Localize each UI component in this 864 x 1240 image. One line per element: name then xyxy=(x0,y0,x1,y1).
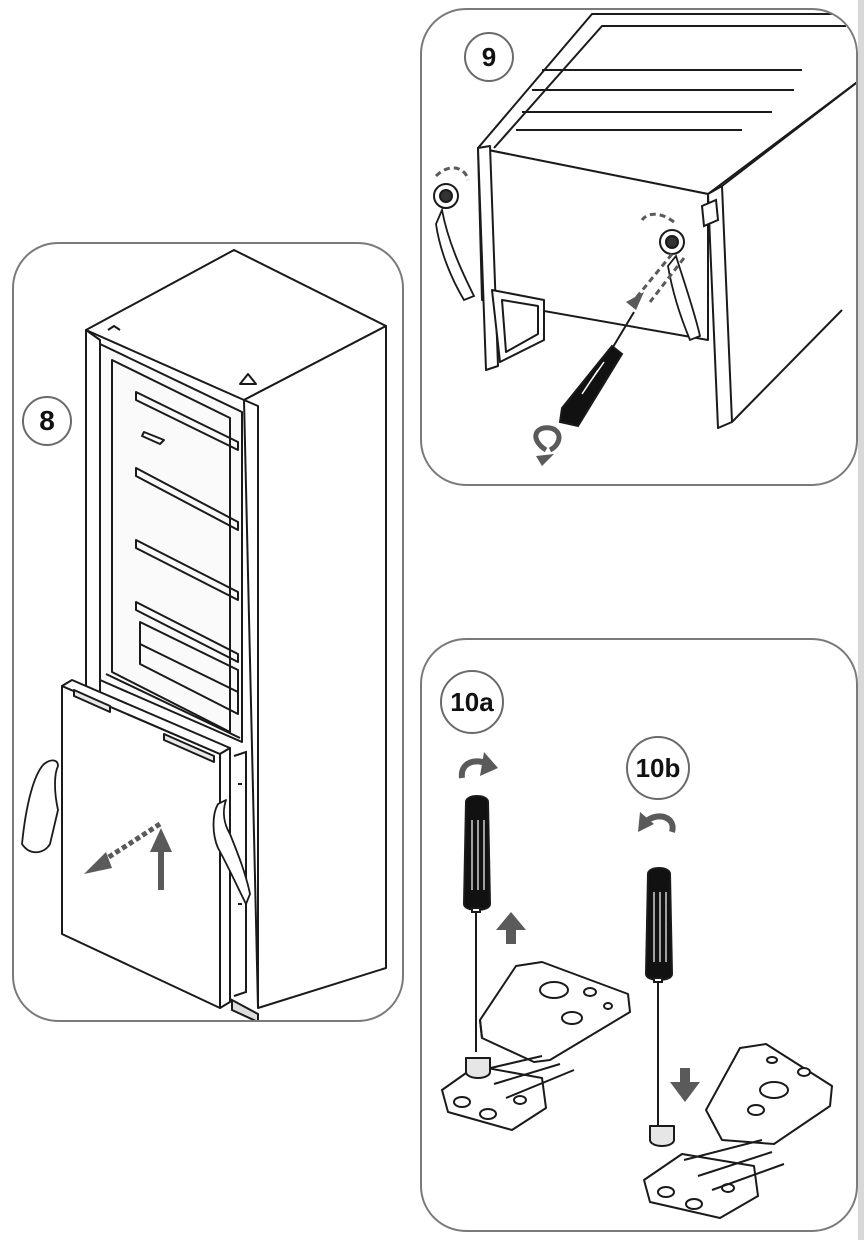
step-10-panel: 10a 10b xyxy=(420,638,858,1232)
step-10b-badge: 10b xyxy=(626,736,690,800)
hinge-screw-illustration xyxy=(441,752,833,1219)
step-10a-label: 10a xyxy=(450,686,494,717)
step-10b-label: 10b xyxy=(635,752,681,783)
step-8-badge: 8 xyxy=(22,396,72,446)
fridge-top-hinge-illustration xyxy=(433,13,856,466)
step-9-badge: 9 xyxy=(464,32,514,82)
step-9-label: 9 xyxy=(481,41,497,72)
fridge-door-removal-illustration xyxy=(21,249,387,1020)
step-8-label: 8 xyxy=(39,405,55,436)
step-8-panel: 8 xyxy=(12,242,404,1022)
step-9-panel: 9 xyxy=(420,8,858,486)
step-10a-badge: 10a xyxy=(440,670,504,734)
page-scroll-edge xyxy=(858,0,864,1240)
